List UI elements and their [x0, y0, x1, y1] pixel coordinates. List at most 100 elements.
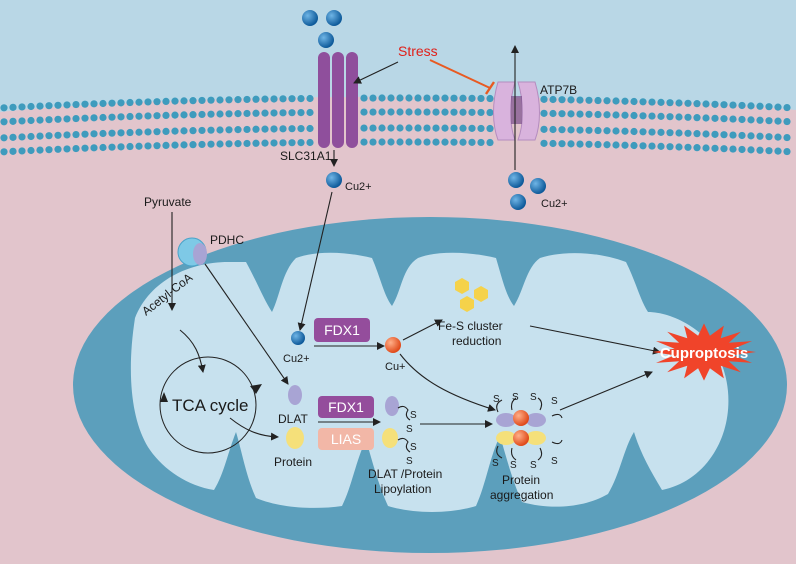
membrane-bead — [558, 140, 566, 148]
membrane-bead — [108, 113, 116, 121]
membrane-bead — [603, 111, 611, 119]
cytoplasm-copper — [326, 172, 342, 188]
extracellular-copper-cluster — [302, 10, 342, 48]
membrane-bead — [639, 112, 647, 120]
membrane-bead — [630, 141, 638, 150]
membrane-bead — [612, 97, 620, 105]
membrane-bead — [621, 141, 629, 149]
cell-membrane — [0, 94, 791, 156]
membrane-bead — [567, 96, 575, 104]
membrane-bead — [729, 115, 737, 123]
membrane-bead — [63, 101, 71, 109]
fes-cluster-hexagons — [455, 278, 488, 312]
membrane-bead — [567, 126, 575, 134]
membrane-bead — [477, 138, 485, 147]
cu2-mito-label: Cu2+ — [283, 353, 310, 365]
membrane-bead — [279, 109, 287, 117]
fes-to-cuproptosis-arrow — [529, 325, 661, 355]
membrane-bead — [540, 125, 548, 133]
membrane-bead — [720, 145, 728, 153]
membrane-bead — [117, 129, 125, 137]
membrane-bead — [585, 140, 593, 148]
membrane-bead — [261, 125, 269, 133]
membrane-bead — [54, 115, 62, 123]
fes-label-line1: Fe-S cluster — [438, 319, 503, 333]
membrane-bead — [36, 116, 44, 124]
cytoplasm-copper-cluster — [508, 172, 546, 210]
membrane-bead — [180, 141, 188, 149]
membrane-bead — [180, 97, 188, 105]
pdhc-to-dlat-arrow — [204, 263, 289, 385]
stress-to-slc31a1-arrow — [353, 61, 399, 84]
membrane-bead — [756, 132, 764, 140]
membrane-bead — [729, 145, 737, 153]
membrane-bead — [747, 132, 755, 140]
membrane-bead — [270, 139, 278, 147]
membrane-bead — [774, 133, 782, 141]
inhibition-bar — [485, 81, 495, 95]
membrane-bead — [621, 97, 629, 105]
membrane-bead — [576, 110, 584, 118]
membrane-bead — [234, 140, 242, 148]
membrane-bead — [189, 141, 197, 149]
membrane-bead — [171, 127, 179, 135]
membrane-bead — [639, 98, 647, 106]
membrane-bead — [27, 132, 35, 141]
membrane-bead — [54, 101, 62, 109]
membrane-bead — [261, 95, 269, 103]
membrane-bead — [657, 128, 665, 136]
membrane-bead — [684, 143, 692, 151]
membrane-bead — [612, 141, 620, 149]
membrane-bead — [126, 98, 134, 107]
membrane-bead — [108, 143, 116, 151]
membrane-bead — [108, 129, 116, 137]
membrane-bead — [387, 108, 395, 116]
membrane-bead — [252, 125, 260, 133]
membrane-bead — [360, 94, 368, 102]
membrane-bead — [477, 124, 485, 133]
membrane-bead — [396, 138, 404, 146]
membrane-bead — [0, 118, 8, 126]
membrane-bead — [243, 125, 251, 134]
membrane-bead — [783, 133, 791, 142]
cu-plus-label: Cu+ — [385, 361, 406, 373]
membrane-bead — [720, 101, 728, 109]
membrane-bead — [684, 99, 692, 107]
tca-cycle-arrowhead-left — [160, 392, 168, 402]
cu-to-aggregation-arrow — [399, 353, 496, 412]
membrane-bead — [657, 112, 665, 120]
membrane-bead — [558, 110, 566, 118]
membrane-bead — [288, 139, 296, 147]
membrane-bead — [648, 142, 656, 150]
membrane-bead — [243, 139, 251, 148]
membrane-bead — [9, 133, 17, 141]
protein-shape — [286, 427, 304, 449]
membrane-bead — [189, 111, 197, 119]
membrane-bead — [423, 138, 431, 146]
membrane-bead — [549, 125, 557, 134]
membrane-bead — [693, 114, 701, 122]
membrane-bead — [180, 111, 188, 119]
lipoyl-chain-1 — [397, 405, 411, 421]
membrane-bead — [612, 111, 620, 119]
membrane-bead — [36, 146, 44, 154]
membrane-bead — [297, 94, 305, 103]
membrane-bead — [450, 138, 458, 146]
lipoylated-dlat — [385, 396, 399, 416]
membrane-bead — [117, 143, 125, 151]
membrane-bead — [549, 109, 557, 118]
membrane-bead — [288, 125, 296, 133]
membrane-bead — [126, 112, 134, 121]
fdx1-box-mid — [318, 396, 374, 418]
membrane-bead — [36, 102, 44, 110]
membrane-bead — [360, 138, 368, 146]
membrane-bead — [45, 146, 53, 154]
membrane-bead — [621, 111, 629, 119]
membrane-bead — [45, 102, 53, 110]
membrane-bead — [657, 142, 665, 150]
agg-s-8: S — [551, 456, 558, 467]
membrane-bead — [144, 112, 152, 120]
membrane-bead — [225, 140, 233, 148]
tca-cycle-arrowhead-right — [250, 384, 262, 394]
membrane-bead — [54, 131, 62, 139]
